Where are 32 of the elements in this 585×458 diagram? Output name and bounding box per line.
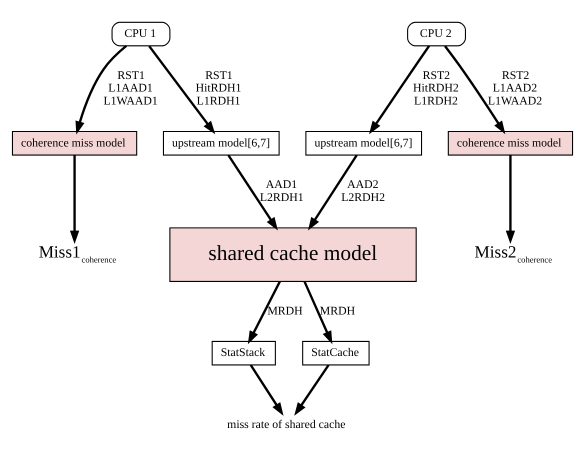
edge-label: RST1 L1AAD1 L1WAAD1 — [103, 68, 158, 108]
arrow — [250, 364, 284, 416]
arrow — [303, 280, 332, 344]
node-box: StatStack — [212, 340, 276, 365]
node-box: upstream model[6,7] — [162, 130, 280, 156]
arrow — [148, 44, 216, 134]
node-box: CPU 2 — [407, 21, 466, 46]
arrow — [369, 44, 430, 134]
node-text: miss rate of shared cache — [227, 417, 346, 430]
edge-label: MRDH — [320, 304, 356, 317]
arrow — [294, 364, 330, 416]
arrow — [248, 280, 281, 344]
node-box: coherence miss model — [12, 130, 138, 156]
edge-label: MRDH — [267, 304, 303, 317]
edge-label: RST1 HitRDH1 L1RDH1 — [196, 68, 242, 108]
node-box: CPU 1 — [112, 21, 170, 46]
arrow — [444, 44, 506, 134]
node-text: Miss2$_{coherence}$ — [474, 242, 552, 264]
node-text: Miss1$_{coherence}$ — [38, 242, 116, 264]
edge-label: RST2 L1AAD2 L1WAAD2 — [488, 68, 542, 108]
arrow — [506, 154, 516, 244]
arrow — [70, 154, 80, 244]
arrow — [75, 44, 128, 134]
edge-label: RST2 HitRDH2 L1RDH2 — [412, 68, 459, 108]
edge-label: AAD2 L2RDH2 — [341, 178, 386, 204]
node-box: shared cache model — [169, 226, 417, 282]
edge-label: AAD1 L2RDH1 — [260, 178, 304, 204]
node-box: StatCache — [302, 340, 370, 365]
arrow — [308, 154, 358, 230]
node-box: coherence miss model — [448, 130, 574, 156]
node-box: upstream model[6,7] — [305, 130, 422, 156]
arrow — [227, 154, 278, 230]
